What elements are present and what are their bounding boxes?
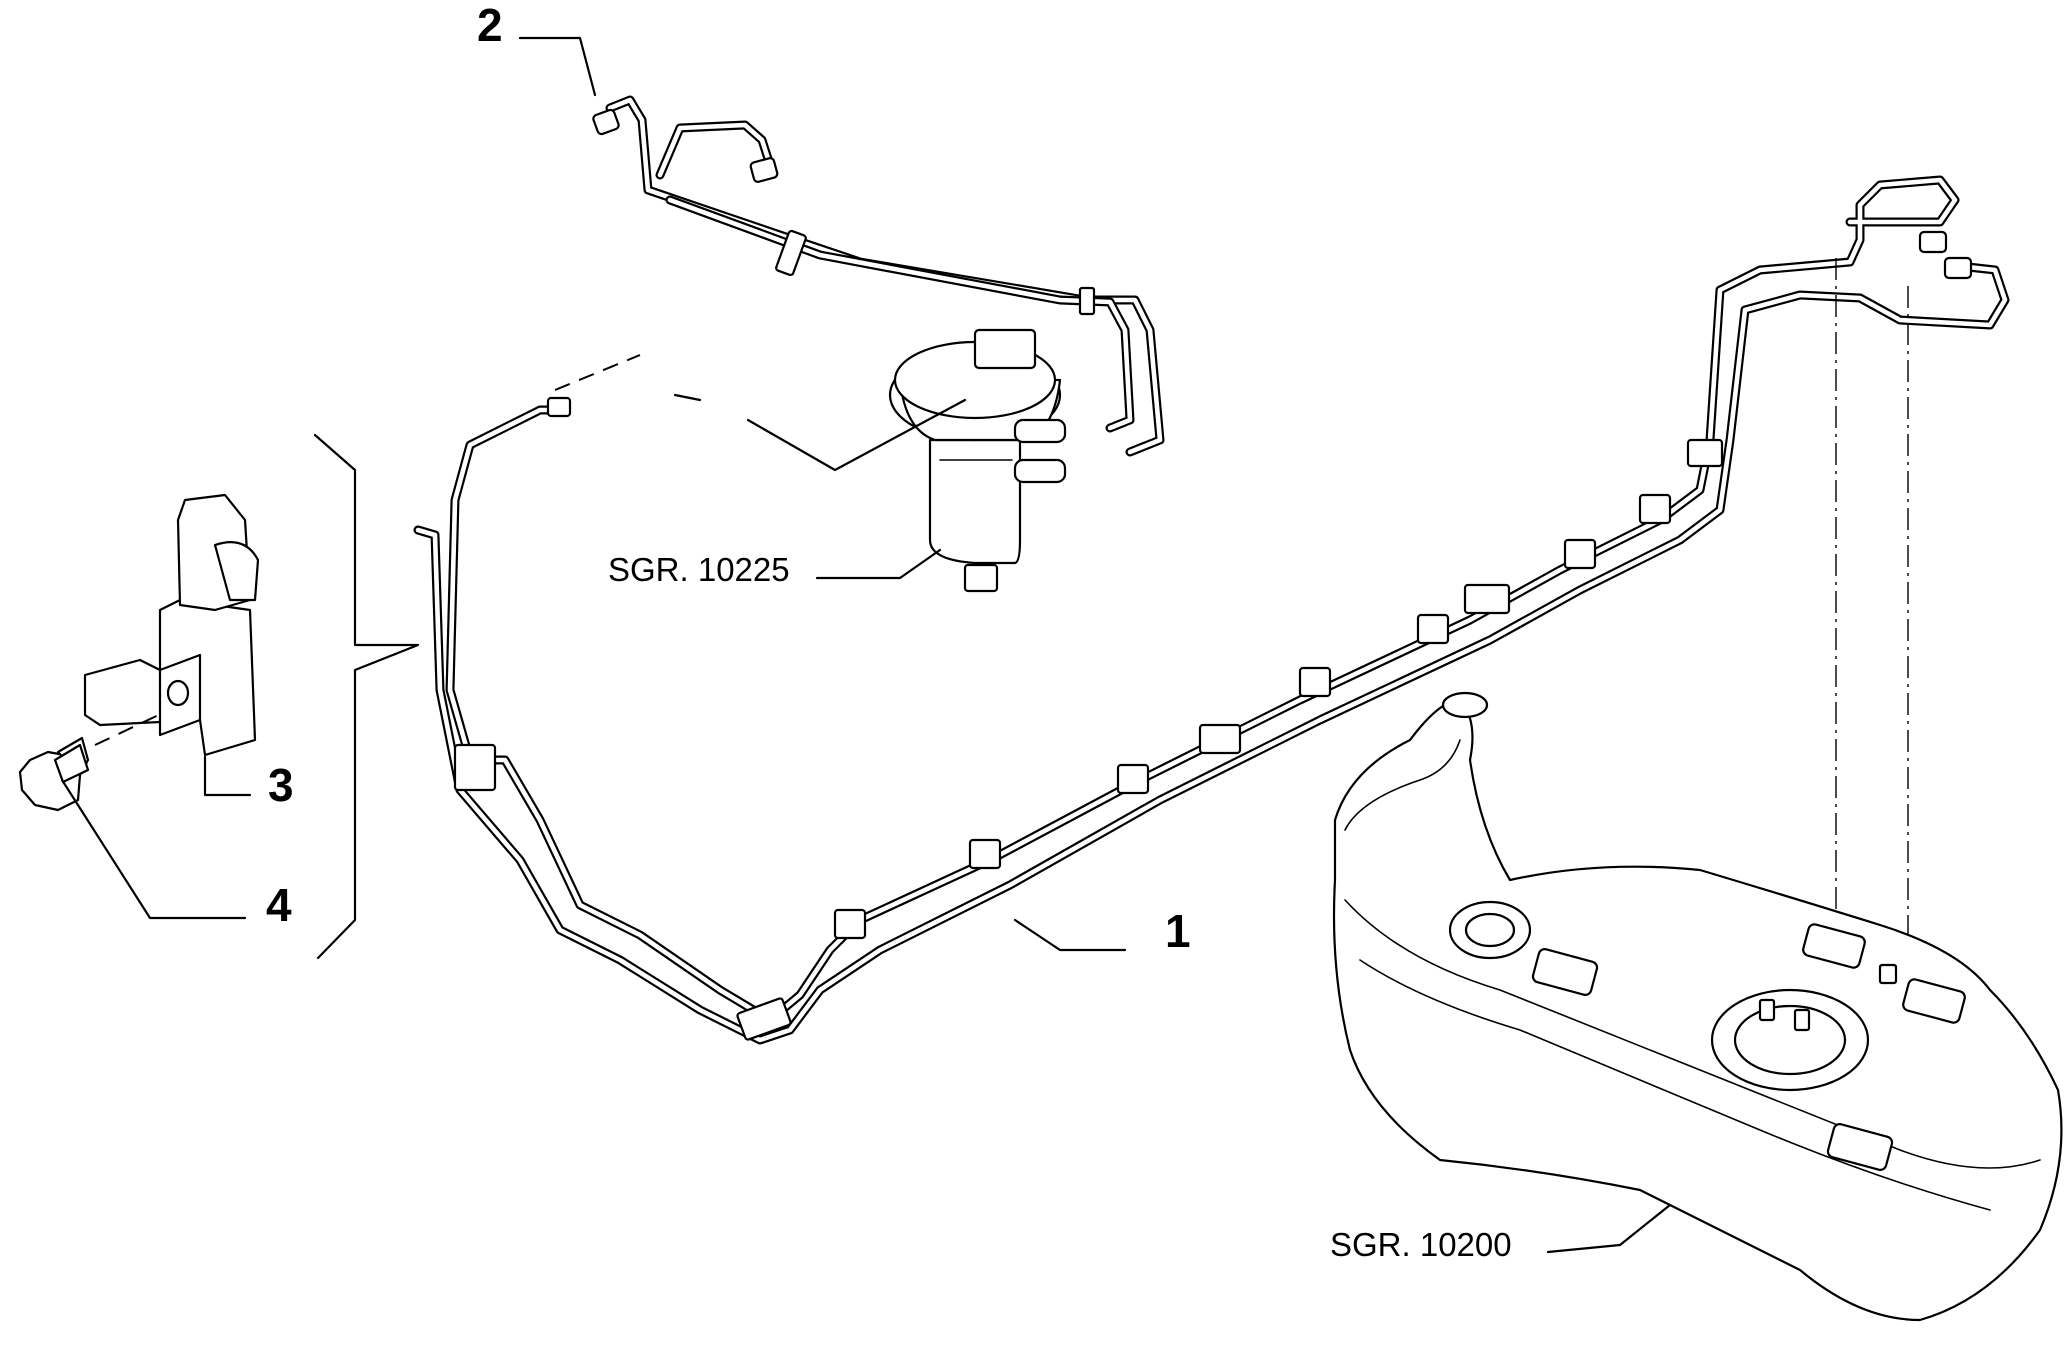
fuel-tank — [1332, 691, 2063, 1322]
part-4-bolt — [18, 711, 166, 812]
group-brace — [313, 433, 420, 960]
part-1-fuel-line — [413, 175, 2010, 1045]
callout-1: 1 — [1165, 905, 1191, 957]
leader-sgr-10225 — [815, 548, 942, 580]
reference-sgr-10225: SGR. 10225 — [608, 551, 790, 588]
callout-4: 4 — [266, 879, 292, 931]
part-3-bracket — [83, 493, 260, 757]
leader-sgr-10200 — [1546, 1203, 1672, 1254]
leader-1 — [1013, 918, 1127, 952]
fuel-filter — [888, 328, 1067, 593]
leader-2 — [518, 36, 597, 97]
part-2-fuel-pipes — [592, 95, 1165, 457]
callout-2: 2 — [477, 0, 503, 51]
leader-4 — [60, 778, 247, 920]
reference-sgr-10200: SGR. 10200 — [1330, 1226, 1512, 1263]
leader-3 — [203, 755, 252, 797]
callout-3: 3 — [268, 759, 294, 811]
